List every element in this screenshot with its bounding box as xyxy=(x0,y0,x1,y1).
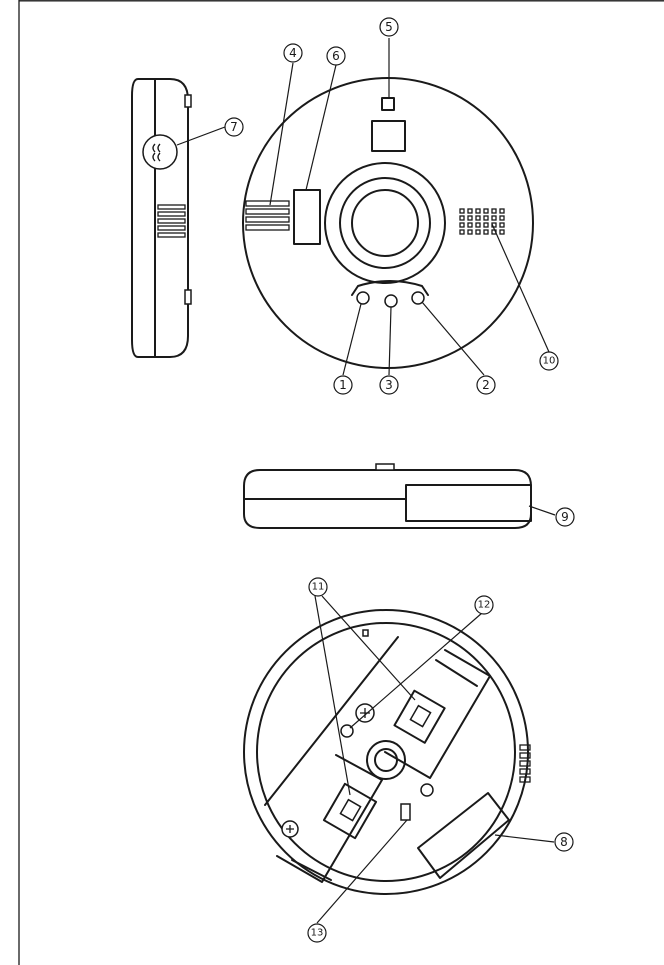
side-vent xyxy=(157,204,186,238)
callout-2-label: 2 xyxy=(482,378,490,392)
speaker-hole xyxy=(459,208,465,214)
speaker-hole xyxy=(467,215,473,221)
speaker-hole xyxy=(491,215,497,221)
speaker-hole xyxy=(467,229,473,235)
front-large-square xyxy=(371,120,406,152)
callout-4: 4 xyxy=(283,43,303,63)
indicator-led-2 xyxy=(411,291,425,305)
callout-10-label: 10 xyxy=(543,356,556,367)
top-view-body xyxy=(243,469,532,529)
callout-9-label: 9 xyxy=(561,510,569,524)
base-inner-rim xyxy=(256,622,516,882)
speaker-hole xyxy=(483,229,489,235)
slot-icon-lower xyxy=(339,798,362,822)
front-view-outer-circle xyxy=(242,77,534,369)
front-label-rectangle xyxy=(293,189,321,245)
callout-7: 7 xyxy=(224,117,244,137)
callout-10: 10 xyxy=(539,351,559,371)
callout-2: 2 xyxy=(476,375,496,395)
speaker-hole xyxy=(459,215,465,221)
speaker-hole xyxy=(475,208,481,214)
callout-8: 8 xyxy=(554,832,574,852)
callout-11: 11 xyxy=(308,577,328,597)
base-hinge-line xyxy=(264,636,399,806)
callout-5-label: 5 xyxy=(385,20,393,34)
bottom-view xyxy=(243,609,531,895)
callout-6: 6 xyxy=(326,46,346,66)
speaker-hole xyxy=(475,222,481,228)
callout-1: 1 xyxy=(333,375,353,395)
front-view xyxy=(242,77,534,369)
speaker-hole xyxy=(483,215,489,221)
callout-3: 3 xyxy=(379,375,399,395)
base-bracket-lower xyxy=(276,754,383,883)
speaker-hole xyxy=(499,208,505,214)
base-outer-rim xyxy=(243,609,529,895)
speaker-hole xyxy=(499,229,505,235)
indicator-led-1 xyxy=(356,291,370,305)
callout-4-label: 4 xyxy=(289,46,297,60)
front-lens xyxy=(351,189,419,257)
speaker-hole xyxy=(467,222,473,228)
sensor-window-icon xyxy=(152,143,161,162)
callout-13-label: 13 xyxy=(311,928,324,939)
front-side-vent xyxy=(245,200,290,231)
speaker-hole xyxy=(483,222,489,228)
callout-12-label: 12 xyxy=(478,600,491,611)
callout-9: 9 xyxy=(555,507,575,527)
top-view-tab xyxy=(375,463,395,471)
speaker-hole xyxy=(467,208,473,214)
front-ring-middle xyxy=(339,177,431,269)
callout-1-label: 1 xyxy=(339,378,347,392)
callout-6-label: 6 xyxy=(332,49,340,63)
callout-13: 13 xyxy=(307,923,327,943)
front-small-square xyxy=(381,97,395,111)
indicator-arc xyxy=(351,280,429,296)
base-switch xyxy=(400,803,411,821)
callout-12: 12 xyxy=(474,595,494,615)
speaker-hole xyxy=(499,215,505,221)
slot-icon xyxy=(409,704,432,728)
side-view xyxy=(131,78,192,358)
callout-11-label: 11 xyxy=(312,582,325,593)
speaker-hole xyxy=(491,208,497,214)
callout-5: 5 xyxy=(379,17,399,37)
battery-cover xyxy=(417,792,510,879)
base-side-vent xyxy=(519,744,531,783)
top-view xyxy=(243,463,532,529)
side-tab-top xyxy=(184,94,192,108)
callout-8-label: 8 xyxy=(560,835,568,849)
leader-lines xyxy=(176,38,556,924)
front-ring-outer xyxy=(324,162,446,284)
speaker-hole xyxy=(499,222,505,228)
base-nut-lower xyxy=(420,783,434,797)
speaker-hole xyxy=(483,208,489,214)
base-notch xyxy=(362,629,369,637)
battery-cover-side xyxy=(405,484,532,522)
side-view-body xyxy=(131,78,189,358)
speaker-hole xyxy=(459,222,465,228)
speaker-hole xyxy=(459,229,465,235)
indicator-led-3 xyxy=(384,294,398,308)
base-bracket-upper xyxy=(384,649,491,779)
callout-7-label: 7 xyxy=(230,120,238,134)
speaker-hole xyxy=(475,215,481,221)
side-tab-bottom xyxy=(184,289,192,305)
speaker-hole xyxy=(475,229,481,235)
base-center-hole-outer xyxy=(366,740,406,780)
speaker-holes xyxy=(459,208,505,235)
callout-3-label: 3 xyxy=(385,378,393,392)
